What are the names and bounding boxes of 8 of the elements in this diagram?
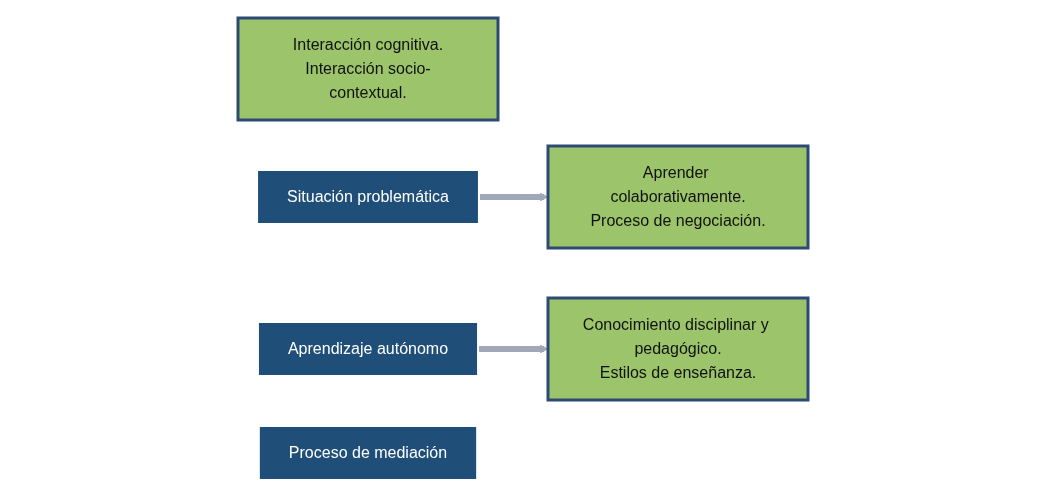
- node-box: Aprender colaborativamente. Proceso de negociación.: [546, 144, 810, 250]
- node-box: Situación problemática: [256, 169, 480, 225]
- arrow: [478, 192, 549, 202]
- arrow: [478, 344, 549, 354]
- node-box: Conocimiento disciplinar y pedagógico. Estilos de enseñanza.: [546, 296, 810, 402]
- node-box: Interacción cognitiva. Interacción socio-contextual.: [236, 16, 500, 122]
- node-box: Aprendizaje autónomo: [256, 321, 480, 377]
- node-box: Proceso de mediación: [257, 425, 479, 481]
